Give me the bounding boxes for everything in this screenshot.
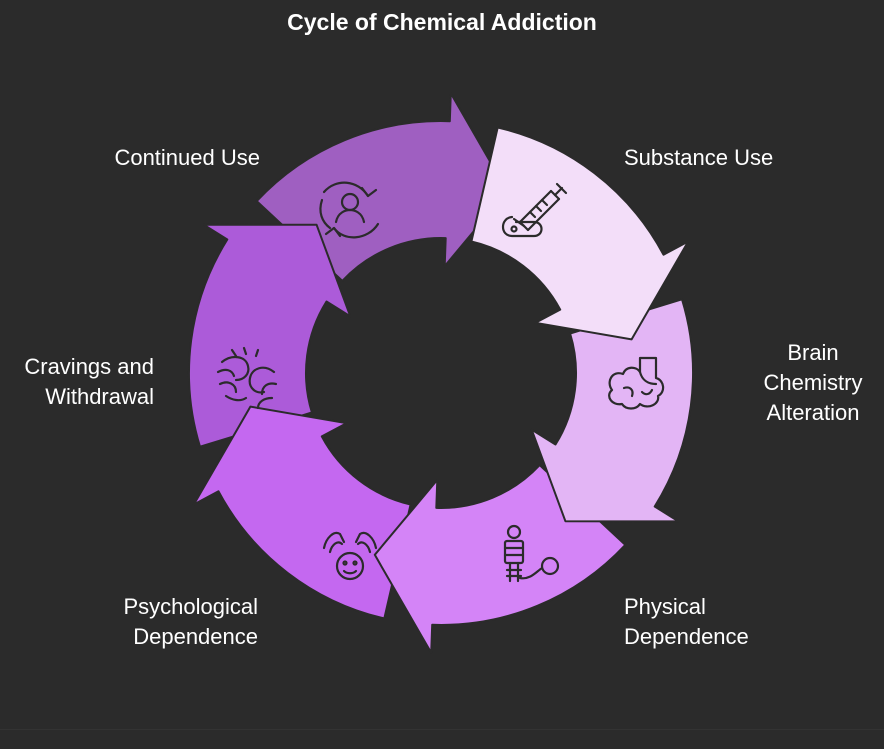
segment-cravings-and-withdrawal xyxy=(188,223,352,448)
label-continued-use: Continued Use xyxy=(114,145,260,170)
hands-on-head-icon xyxy=(322,531,378,581)
label-physical-dependence: Physical Dependence xyxy=(624,594,749,649)
ball-and-chain-icon xyxy=(503,524,560,583)
label-cravings-and-withdrawal: Cravings and Withdrawal xyxy=(24,354,154,409)
segment-brain-chemistry-alteration xyxy=(530,298,694,523)
person-cycle-icon xyxy=(319,181,380,239)
stage-icons xyxy=(216,181,665,583)
label-psychological-dependence: Psychological Dependence xyxy=(123,594,258,649)
bottom-divider xyxy=(0,729,884,730)
grasping-hands-icon xyxy=(216,346,278,410)
label-brain-chemistry-alteration: Brain Chemistry Alteration xyxy=(763,340,863,425)
segment-psychological-dependence xyxy=(192,405,412,620)
diagram-title: Cycle of Chemical Addiction xyxy=(287,9,597,35)
segment-substance-use xyxy=(470,126,690,341)
brain-icon xyxy=(608,356,665,410)
label-substance-use: Substance Use xyxy=(624,145,774,170)
cycle-segments xyxy=(188,92,694,654)
syringe-icon xyxy=(501,182,568,238)
